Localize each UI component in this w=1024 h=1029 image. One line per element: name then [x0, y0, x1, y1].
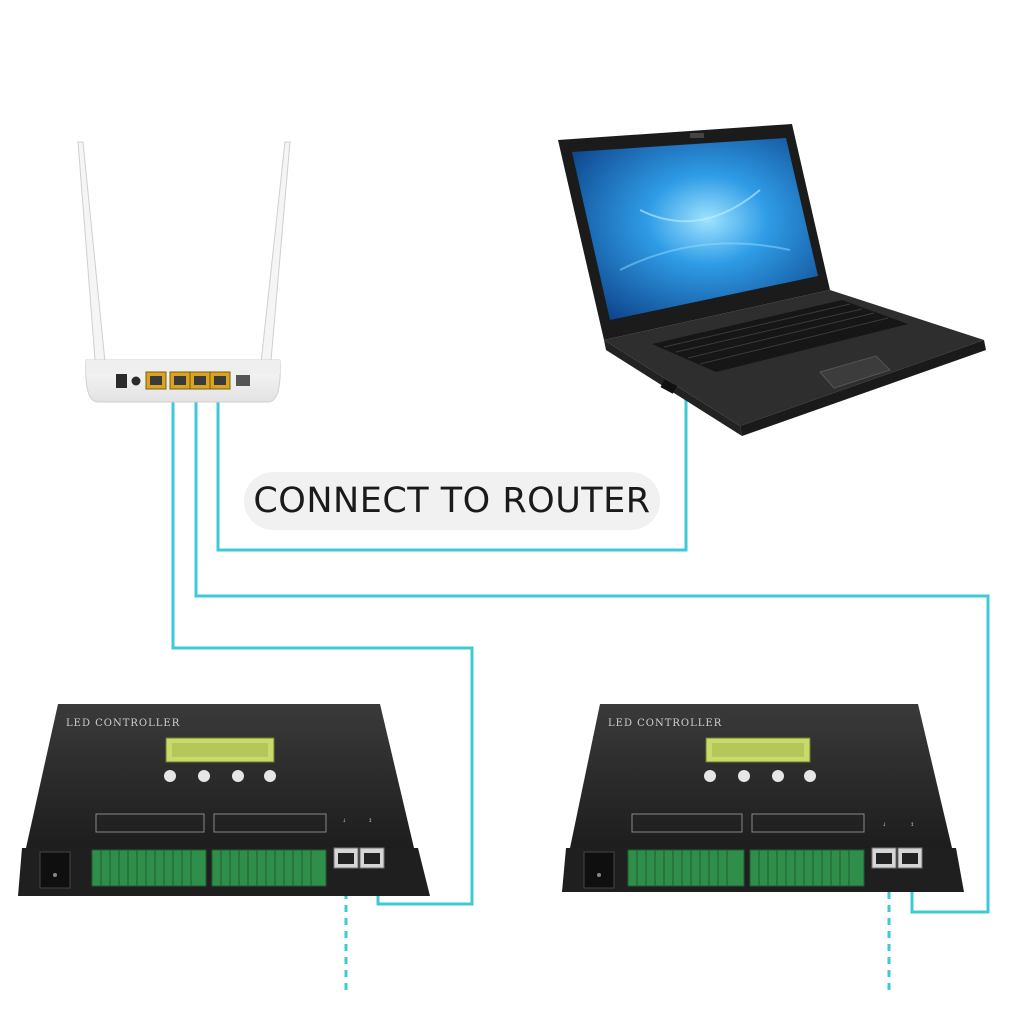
- terminal-block-right-b: [749, 849, 865, 887]
- cable-router-to-laptop: [216, 392, 688, 552]
- router-antenna-right: [259, 141, 291, 373]
- router-usb-port: [236, 375, 250, 386]
- controller-ethernet-ports-left: [333, 847, 385, 869]
- led-controller-right: ↓ ↕ LED CONTROLLER: [562, 704, 964, 892]
- router-power-jack: [116, 374, 127, 388]
- router: [77, 141, 291, 403]
- svg-text:↓: ↓: [882, 822, 886, 828]
- caption-text: CONNECT TO ROUTER: [253, 481, 651, 521]
- cable-router-to-controller-right: [194, 392, 990, 914]
- terminal-block-right-a: [627, 849, 745, 887]
- laptop: [558, 124, 986, 436]
- controller-buttons-right: [704, 770, 816, 782]
- terminal-block-left-a: [91, 849, 207, 887]
- controller-label-left: LED CONTROLLER: [66, 718, 180, 729]
- laptop-touchpad: [819, 355, 891, 389]
- router-reset-button: [131, 376, 141, 386]
- controller-label-right: LED CONTROLLER: [608, 718, 722, 729]
- laptop-screen: [572, 138, 818, 320]
- controller-top-right: [570, 704, 952, 848]
- controller-top-left: [26, 704, 414, 848]
- svg-text:↕: ↕: [910, 822, 914, 828]
- laptop-ethernet-port: [660, 379, 678, 394]
- svg-text:↕: ↕: [368, 818, 372, 824]
- power-switch-left: [39, 851, 71, 889]
- controller-ethernet-ports-right: [871, 847, 923, 869]
- terminal-block-left-b: [211, 849, 327, 887]
- led-controller-left: ↓ ↕ LED CONTROLLER: [18, 704, 430, 896]
- router-ethernet-ports: [145, 371, 231, 390]
- svg-text:↓: ↓: [342, 818, 346, 824]
- router-antenna-left: [77, 141, 107, 373]
- connect-to-router-caption: CONNECT TO ROUTER: [244, 472, 660, 530]
- webcam-icon: [690, 133, 704, 138]
- power-switch-right: [583, 851, 615, 889]
- controller-buttons-left: [164, 770, 276, 782]
- cables: [171, 392, 990, 990]
- cable-router-to-controller-left: [171, 392, 474, 906]
